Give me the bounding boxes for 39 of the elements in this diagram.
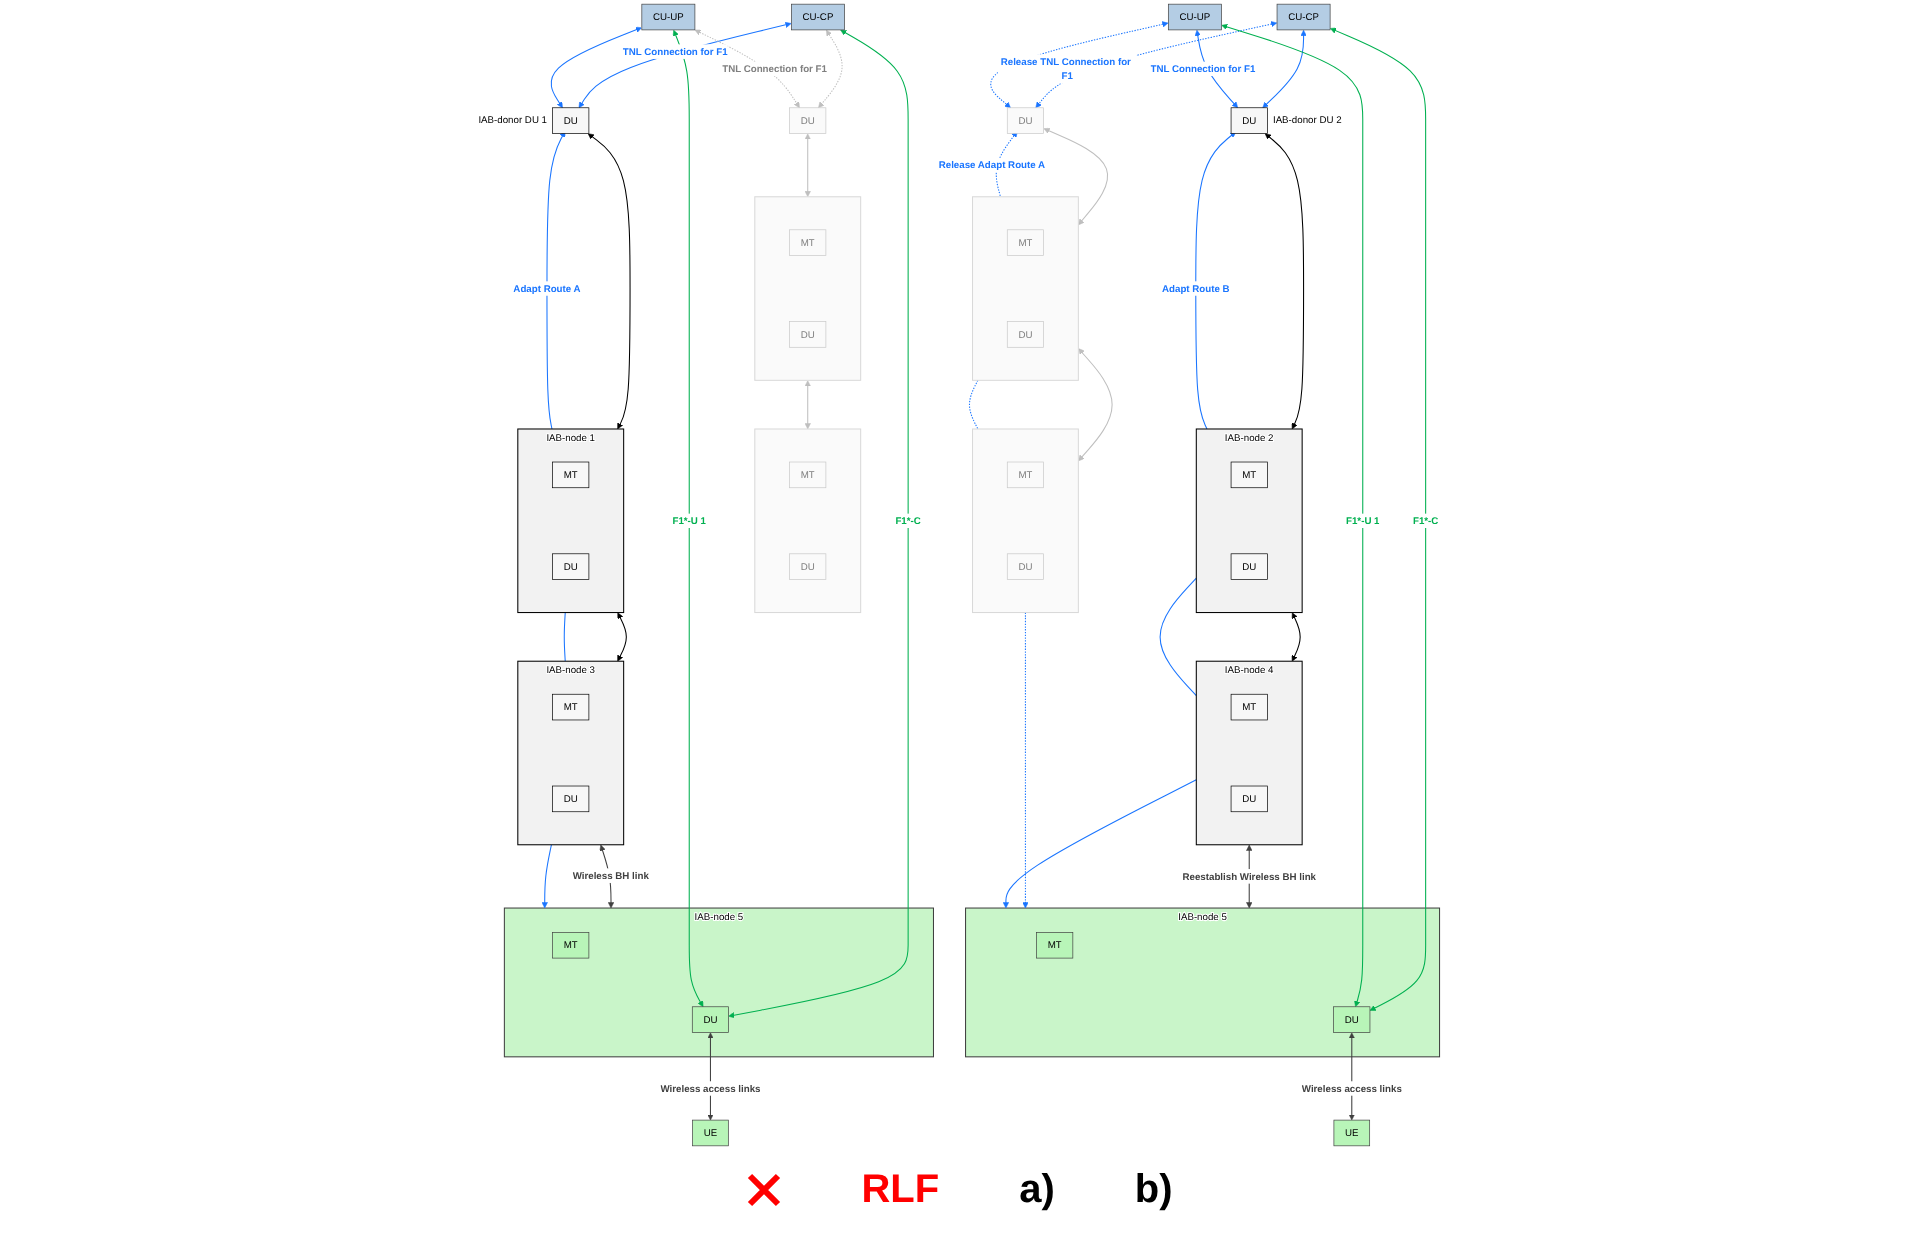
arrow [1022,612,1029,909]
arrow [546,131,566,430]
cluster [972,428,1079,614]
failure-label: RLF [861,1167,940,1213]
cluster [1195,660,1303,846]
arrow [1262,29,1307,109]
arrow [1043,128,1109,226]
arrow [1078,348,1113,462]
connector [968,379,979,430]
arrow [804,133,811,198]
cluster [517,660,625,846]
panel-label: b) [1134,1167,1173,1213]
arrow [1291,612,1301,662]
arrow [818,29,843,109]
arrow [578,21,792,109]
connector [1159,577,1197,697]
arrow [1002,779,1197,909]
arrow [587,133,631,430]
arrow [672,29,704,1008]
arrow [728,29,909,1019]
connector [563,612,566,662]
arrow [694,29,800,109]
cluster [754,196,862,381]
arrow [541,844,552,909]
arrow [1264,133,1305,430]
arrow [1330,27,1427,1011]
arrow [1195,131,1236,430]
cluster [965,907,1441,1058]
panel-label: a) [1019,1167,1055,1213]
arrow [995,131,1018,198]
cluster [754,428,862,614]
arrow [550,26,642,109]
cluster [972,196,1079,381]
cluster [517,428,625,614]
arrow [617,612,627,662]
arrow [1221,24,1364,1008]
arrow [804,380,811,430]
cluster [1195,428,1303,614]
cluster [503,907,934,1058]
